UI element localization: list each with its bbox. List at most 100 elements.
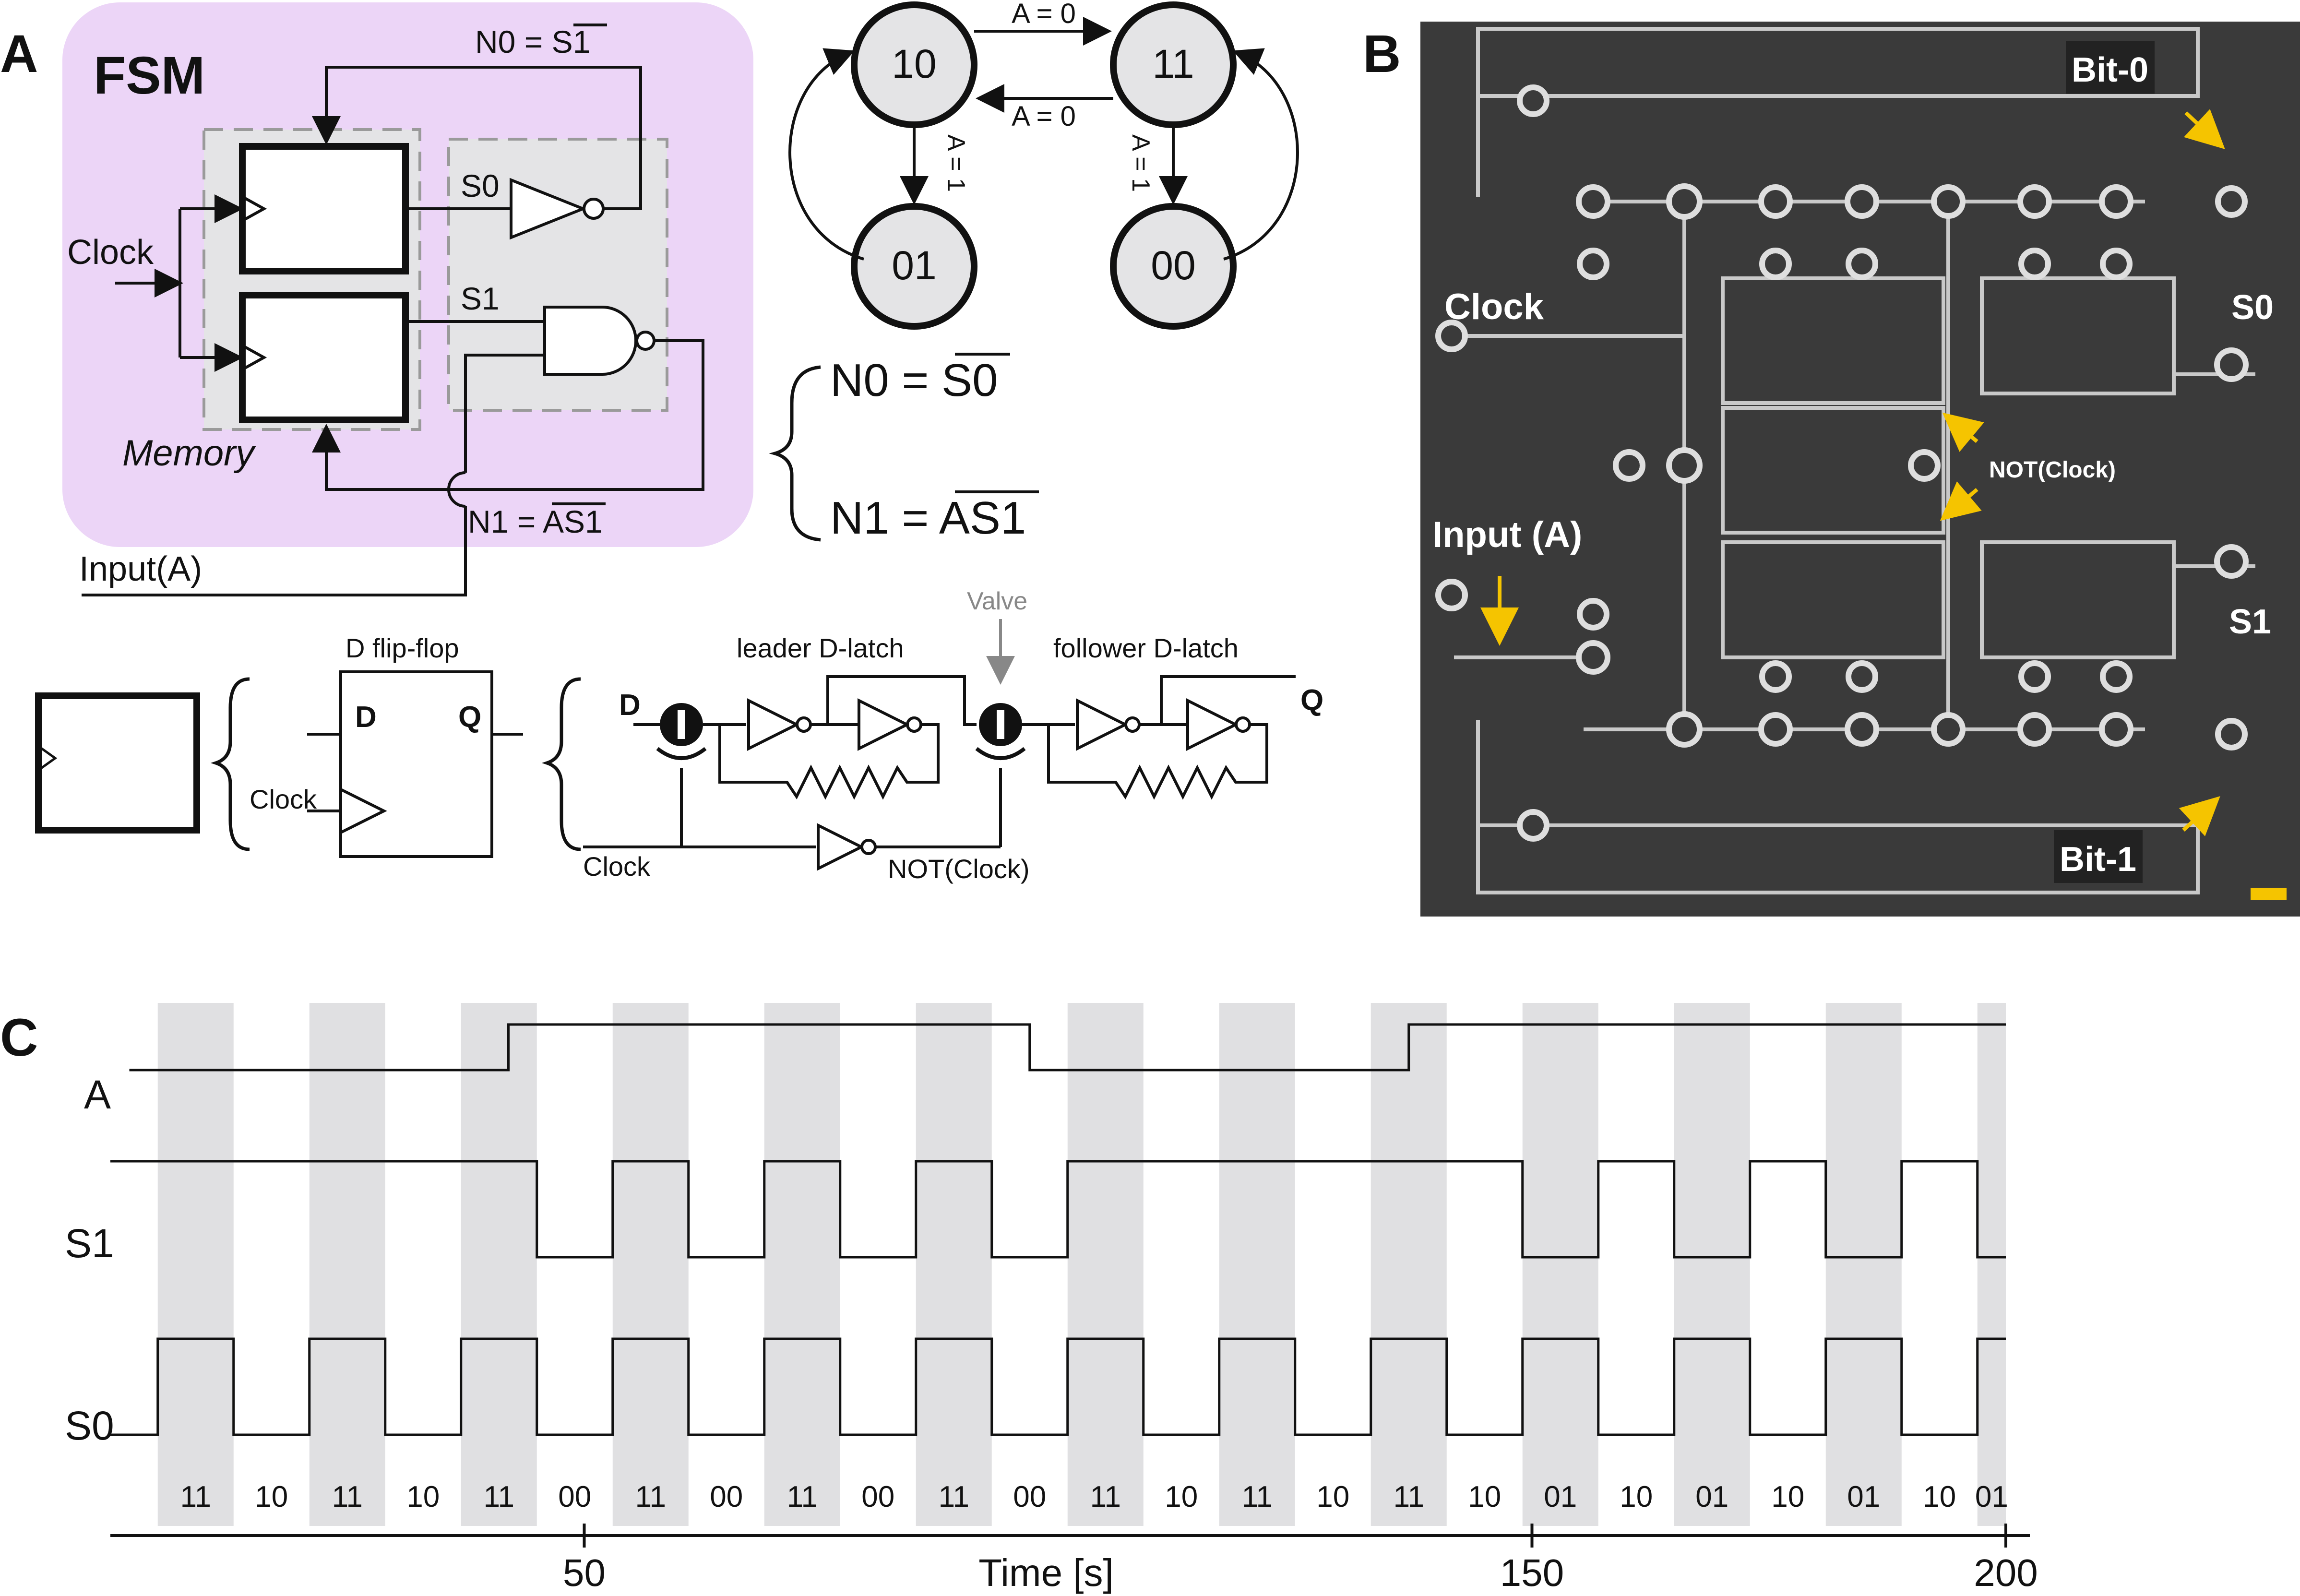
state-label: 00 [1013,1480,1046,1513]
state-label: 10 [406,1480,440,1513]
leader-latch-label: leader D-latch [737,633,904,663]
clock-high-band [612,1003,689,1526]
state-label: 00 [1151,243,1195,288]
bit0-tag [2066,41,2155,94]
panel-a: A FSM Clock Memory S0 N0 = S1 S1 [0,0,1323,884]
chip-input-label: Input (A) [1432,514,1582,555]
equation-n0: N0 = S0 [830,355,998,406]
x-tick-label: 50 [563,1551,606,1594]
clock-high-band [157,1003,234,1526]
input-label: Input(A) [79,550,202,588]
chip-ports [1435,84,2249,842]
state-label: 11 [332,1480,363,1513]
state-01 [851,203,977,330]
dff-d: D [355,701,377,734]
state-label: 10 [1468,1480,1501,1513]
x-tick-label: 200 [1974,1551,2038,1594]
nand-gate-icon [543,306,637,376]
valve-label: Valve [967,587,1027,615]
state-label: 11 [1394,1480,1424,1513]
bit1-label: Bit-1 [2060,840,2136,879]
state-label: 01 [1975,1480,2008,1513]
panel-c-letter: C [0,1008,38,1067]
clock-high-band [1674,1003,1750,1526]
state-label: 10 [1316,1480,1349,1513]
equation-n1: N1 = AS1 [830,492,1026,544]
state-label: 11 [1090,1480,1121,1513]
x-tick-label: 150 [1500,1551,1564,1594]
not-gate-icon [817,823,865,871]
equation-brace [769,365,821,542]
clock-high-band [1825,1003,1902,1526]
state-label: 11 [484,1480,514,1513]
traces [110,1023,2006,1436]
state-label: 10 [255,1480,288,1513]
clock-high-band [764,1003,840,1526]
state-label: 01 [892,243,936,288]
trace-s1 [110,1160,2006,1259]
state-label: 11 [787,1480,818,1513]
state-label: 11 [1152,41,1194,86]
follower-latch-label: follower D-latch [1053,633,1239,663]
state-label: 11 [1242,1480,1273,1513]
resistor-icon [1047,725,1250,800]
n1-label: N1 = AS1 [468,504,603,539]
transition-label: A = 0 [1012,101,1076,132]
state-label: 01 [1544,1480,1577,1513]
state-label: 10 [1165,1480,1198,1513]
clock-high-band [1977,1003,2006,1526]
state-label: 00 [558,1480,591,1513]
chip-s1-label: S1 [2229,603,2271,641]
clock-high-bands [157,1003,2006,1526]
latch-clock: Clock [583,851,651,881]
latch-not-clock: NOT(Clock) [888,854,1030,884]
trace-s0 [110,1337,2006,1436]
transition-label: A = 0 [1012,0,1076,29]
s0-label: S0 [461,168,500,203]
latch-d: D [619,689,641,722]
scale-bar [2251,888,2287,900]
not-gate-icon [858,698,910,751]
transition-label: A = 1 [942,134,970,192]
trace-label-s0: S0 [65,1403,114,1448]
state-diagram: 10 11 01 00 A = 0 A = 0 A = 1 A = 1 [788,0,1299,330]
chip-not-clock-label: NOT(Clock) [1989,457,2116,483]
clock-high-band [1067,1003,1144,1526]
clock-high-band [461,1003,537,1526]
not-gate-icon [1186,698,1239,751]
not-gate-icon [747,698,800,751]
trace-a [129,1023,2006,1072]
not-gate-icon [510,178,587,240]
state-00 [1110,203,1237,330]
resistor-icon [718,725,921,800]
state-label: 01 [1695,1480,1728,1513]
chip-clock-label: Clock [1444,286,1544,327]
trace-label-a: A [84,1072,111,1117]
s1-label: S1 [461,281,500,316]
flip-flop-bottom [239,292,409,423]
state-label: 00 [710,1480,743,1513]
n0-label: N0 = S1 [475,24,590,60]
clock-high-band [1219,1003,1295,1526]
memory-label: Memory [122,433,256,474]
chip-photo [1420,22,2300,917]
transition-label: A = 1 [1127,134,1155,192]
state-label: 11 [635,1480,666,1513]
dff-title: D flip-flop [346,633,459,663]
panel-a-letter: A [0,24,38,83]
dff-clock: Clock [250,784,317,814]
state-label: 10 [1771,1480,1804,1513]
fsm-title: FSM [94,46,205,105]
x-axis-label: Time [s] [978,1551,1113,1594]
latch-q: Q [1300,684,1323,717]
clock-high-band [309,1003,385,1526]
panel-b-letter: B [1363,24,1401,83]
clock-label: Clock [67,233,154,272]
state-label: 11 [180,1480,211,1513]
state-label: 10 [1620,1480,1653,1513]
clock-high-band [1522,1003,1598,1526]
bit0-label: Bit-0 [2072,51,2148,89]
dff-q: Q [458,701,481,734]
